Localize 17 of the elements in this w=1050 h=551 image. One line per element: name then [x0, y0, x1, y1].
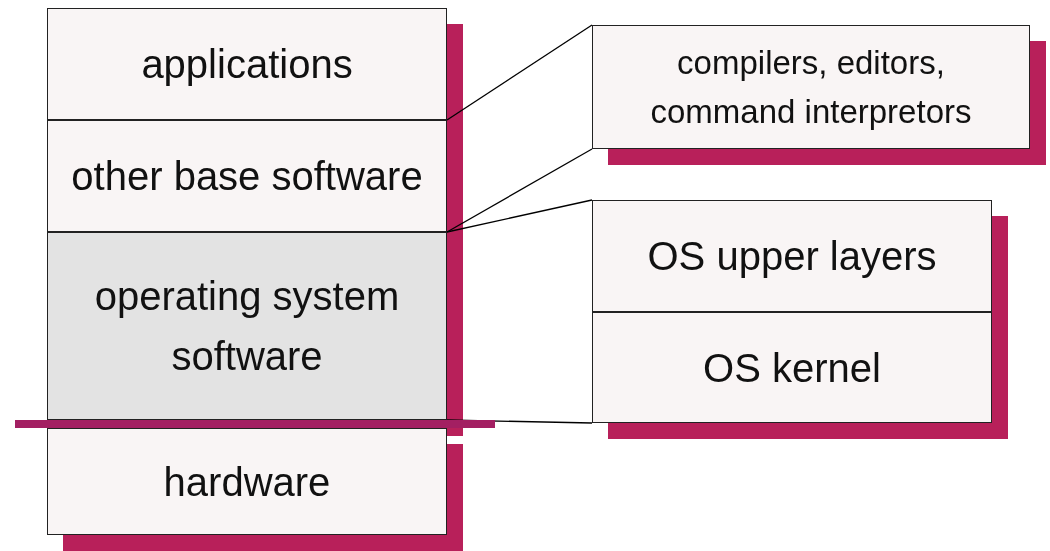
layer-label: operating system software	[93, 273, 401, 380]
layer-box	[592, 200, 992, 312]
layer-box	[592, 25, 1030, 149]
layer-label: other base software	[70, 153, 424, 200]
layer-label: OS kernel	[702, 344, 882, 392]
leader-line	[446, 148, 593, 233]
layer-label: applications	[140, 41, 354, 88]
layer-box	[47, 428, 447, 535]
layer-label: hardware	[162, 458, 332, 506]
layer-box	[592, 312, 992, 423]
leader-line	[446, 199, 593, 233]
layer-box	[47, 120, 447, 232]
layer-label: compilers, editors, command interpretors	[649, 42, 973, 132]
layer-box	[47, 8, 447, 120]
leader-line	[446, 24, 593, 121]
layer-label: OS upper layers	[646, 233, 938, 280]
layer-box	[47, 232, 447, 420]
